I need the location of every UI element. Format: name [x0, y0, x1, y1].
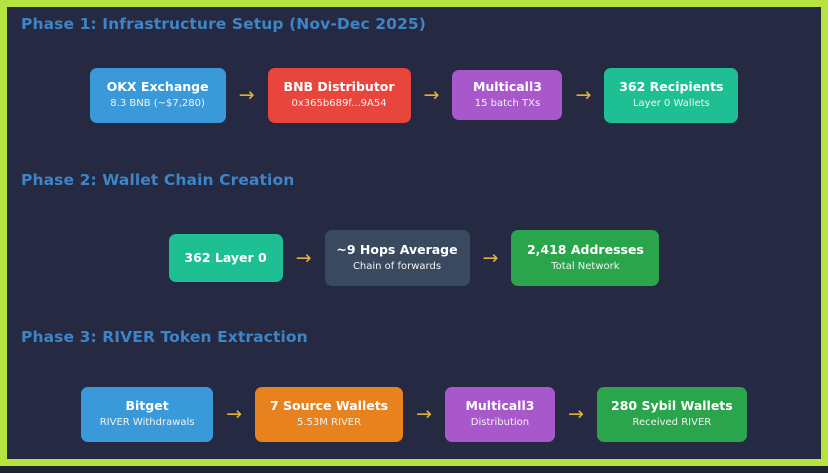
diagram-canvas: Phase 1: Infrastructure Setup (Nov-Dec 2…	[7, 7, 821, 459]
node-subtitle: Total Network	[551, 260, 620, 272]
arrow-right-icon: →	[295, 246, 312, 269]
node-sybil-wallets[interactable]: 280 Sybil Wallets Received RIVER	[596, 386, 747, 442]
node-362-recipients[interactable]: 362 Recipients Layer 0 Wallets	[604, 67, 739, 123]
node-title: 7 Source Wallets	[269, 398, 389, 414]
phase-section-1: Phase 1: Infrastructure Setup (Nov-Dec 2…	[7, 7, 821, 159]
arrow-right-icon: →	[238, 83, 255, 106]
phase-3-flow-row: Bitget RIVER Withdrawals → 7 Source Wall…	[7, 383, 821, 445]
node-subtitle: Distribution	[470, 416, 530, 428]
node-title: 362 Layer 0	[184, 249, 267, 265]
node-title: BNB Distributor	[283, 79, 395, 95]
node-title: ~9 Hops Average	[336, 242, 458, 258]
node-subtitle: Received RIVER	[632, 416, 712, 428]
node-multicall3-distribution[interactable]: Multicall3 Distribution	[444, 386, 555, 442]
node-subtitle: 8.3 BNB (~$7,280)	[110, 97, 205, 109]
node-subtitle: RIVER Withdrawals	[99, 416, 195, 428]
node-subtitle: 15 batch TXs	[474, 97, 541, 109]
node-title: 2,418 Addresses	[526, 242, 644, 258]
node-title: Multicall3	[472, 79, 542, 95]
node-bitget[interactable]: Bitget RIVER Withdrawals	[81, 386, 214, 442]
node-subtitle: Chain of forwards	[352, 260, 442, 272]
phase-title-1: Phase 1: Infrastructure Setup (Nov-Dec 2…	[21, 15, 426, 33]
phase-title-2: Phase 2: Wallet Chain Creation	[21, 171, 295, 189]
arrow-right-icon: →	[423, 83, 440, 106]
node-bnb-distributor[interactable]: BNB Distributor 0x365b689f...9A54	[267, 67, 411, 123]
arrow-right-icon: →	[567, 402, 584, 425]
phase-1-flow-row: OKX Exchange 8.3 BNB (~$7,280) → BNB Dis…	[7, 64, 821, 126]
phase-section-3: Phase 3: RIVER Token Extraction Bitget R…	[7, 315, 821, 473]
node-okx-exchange[interactable]: OKX Exchange 8.3 BNB (~$7,280)	[89, 67, 226, 123]
node-title: OKX Exchange	[106, 79, 209, 95]
node-362-layer-0[interactable]: 362 Layer 0	[168, 234, 283, 282]
node-total-addresses[interactable]: 2,418 Addresses Total Network	[511, 230, 660, 286]
node-subtitle: 5.53M RIVER	[296, 416, 362, 428]
node-multicall3-batch[interactable]: Multicall3 15 batch TXs	[452, 70, 563, 120]
node-title: 362 Recipients	[619, 79, 724, 95]
arrow-right-icon: →	[226, 402, 243, 425]
node-hops-average[interactable]: ~9 Hops Average Chain of forwards	[324, 230, 470, 286]
arrow-right-icon: →	[482, 246, 499, 269]
phase-title-3: Phase 3: RIVER Token Extraction	[21, 328, 308, 346]
arrow-right-icon: →	[416, 402, 432, 425]
arrow-right-icon: →	[575, 83, 592, 106]
node-title: 280 Sybil Wallets	[611, 398, 733, 414]
phase-section-2: Phase 2: Wallet Chain Creation 362 Layer…	[7, 159, 821, 315]
node-title: Multicall3	[465, 398, 535, 414]
node-title: Bitget	[125, 398, 169, 414]
phase-2-flow-row: 362 Layer 0 → ~9 Hops Average Chain of f…	[7, 227, 821, 289]
node-source-wallets[interactable]: 7 Source Wallets 5.53M RIVER	[255, 386, 404, 442]
node-subtitle: Layer 0 Wallets	[632, 97, 710, 109]
node-subtitle: 0x365b689f...9A54	[291, 97, 387, 109]
